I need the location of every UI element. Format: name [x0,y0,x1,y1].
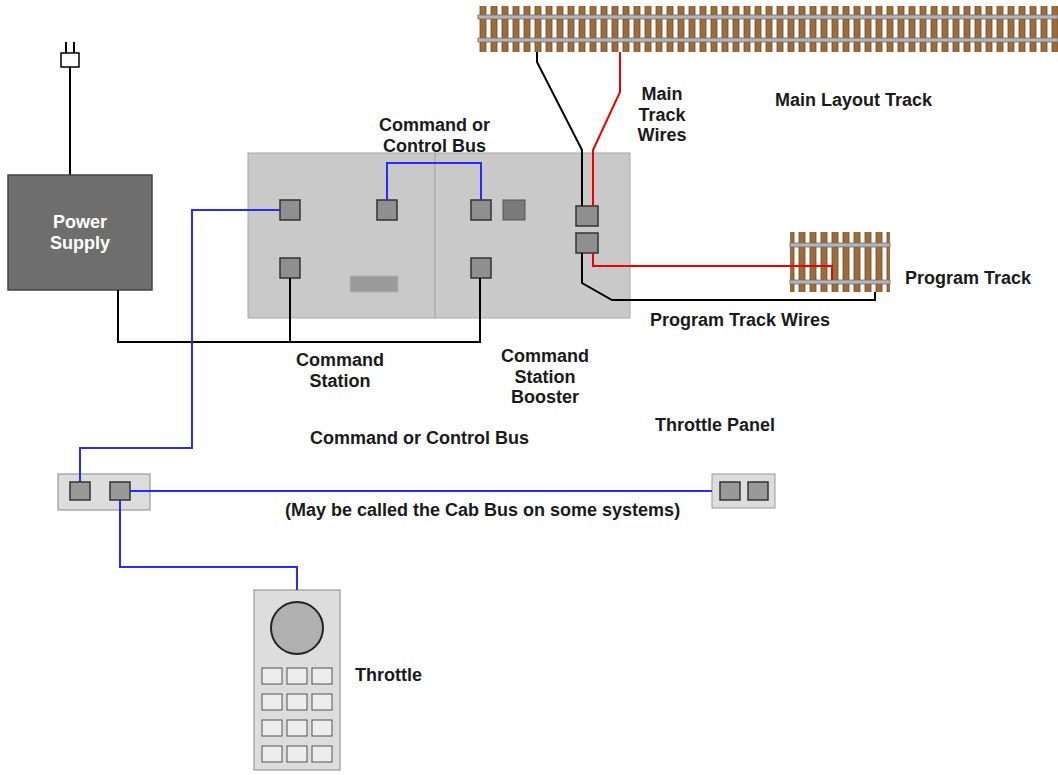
track-section: Main Layout Track [478,6,1058,52]
wire-connector [537,52,620,206]
command-station: Command Station [248,153,435,318]
plug-prong [65,42,67,54]
display-slot [350,276,398,292]
bus-label: Main Track Wires [627,84,697,146]
node-label: Throttle Panel [655,415,775,436]
wire-line [582,253,875,300]
port-socket [720,482,740,500]
wire-line [593,253,832,280]
node-label: Throttle [355,665,422,686]
wire-line [120,500,297,590]
power-supply-box [8,175,152,290]
track-rail [478,38,1058,42]
port-socket [471,200,491,220]
wire-connector [80,210,712,491]
node-label: Main Layout Track [775,90,932,111]
throttle-button [312,720,332,736]
throttle-button [262,746,282,762]
booster-unit: Command Station Booster [435,153,630,318]
plug-body [61,53,79,67]
track-ties [478,6,1058,52]
wire-connector [582,253,875,300]
power-cord [69,67,71,175]
port-socket [280,200,300,220]
throttle-button [287,668,307,684]
port-socket [576,233,598,253]
throttle-button [262,694,282,710]
wire-line [118,278,290,342]
track-ties [790,232,890,292]
throttle-body [254,590,340,770]
throttle-button [287,720,307,736]
wire-connector [118,278,290,342]
track-rail [478,15,1058,19]
wire-line [387,163,481,200]
wire-line [537,52,582,206]
note-text: (May be called the Cab Bus on some syste… [285,500,680,521]
wire-line [118,278,480,342]
port-socket [110,482,130,500]
node-label: Command Station Booster [490,346,600,408]
bus-label: Command or Control Bus [310,428,529,449]
wire-connector [387,163,481,200]
command-station-panel [248,153,435,318]
throttle-knob [271,602,323,654]
track-rail [790,280,890,284]
throttle-button [312,694,332,710]
wire-line [593,52,620,206]
indicator-light [503,200,525,220]
throttle-button [262,668,282,684]
throttle-button [287,694,307,710]
node-label: Program Track [905,268,1031,289]
node-label: Power Supply [40,212,120,253]
node-label: Command Station [285,350,395,391]
power-supply-box: Power Supply [8,175,152,290]
port-socket [377,200,397,220]
track-rail [790,243,890,247]
throttle-device: Throttle [254,590,340,770]
wire-connector [80,210,297,590]
throttle-panel-box [712,474,775,508]
throttle-button [287,746,307,762]
port-socket [576,206,598,226]
port-socket [280,258,300,278]
plug-prong [73,42,75,54]
throttle-button [312,746,332,762]
throttle-button [312,668,332,684]
port-socket [70,482,90,500]
wire-connector [118,278,480,342]
track-section: Program Track [790,232,890,292]
bus-label: Program Track Wires [650,310,830,331]
throttle-panel: Throttle Panel [712,474,775,508]
port-socket [471,258,491,278]
port-socket [748,482,768,500]
wire-line [130,490,712,492]
bus-label: Command or Control Bus [372,115,497,156]
throttle-button [262,720,282,736]
